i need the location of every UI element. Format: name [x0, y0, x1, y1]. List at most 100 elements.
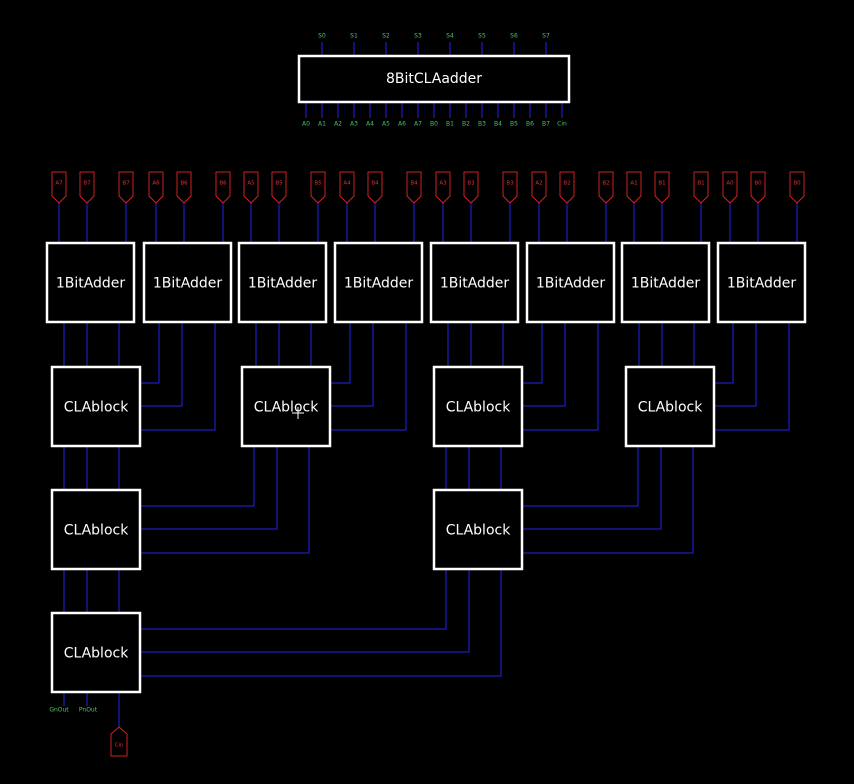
input-port-b7-1-label: B7	[83, 181, 91, 187]
one-bit-adder-3[interactable]	[333, 241, 424, 324]
input-port-a2-15-label: A2	[535, 181, 542, 187]
one-bit-adder-5[interactable]	[525, 241, 616, 324]
input-port-b3-13[interactable]	[463, 171, 479, 204]
input-port-b0-22[interactable]	[750, 171, 766, 204]
top-input-pin-a3: A3	[350, 121, 358, 128]
input-port-b2-17[interactable]	[598, 171, 614, 204]
top-input-pin-b3: B3	[478, 121, 486, 128]
input-port-a3-12[interactable]	[435, 171, 451, 204]
input-port-b1-19-label: B1	[658, 181, 665, 187]
input-port-b7-1[interactable]	[79, 171, 95, 204]
top-input-pin-cin: Cin	[557, 121, 567, 128]
input-port-b2-16[interactable]	[559, 171, 575, 204]
top-input-pin-b2: B2	[462, 121, 470, 128]
input-port-a4-9-label: A4	[343, 181, 351, 187]
cla-to-cla-wire	[140, 569, 502, 677]
cla-block-6[interactable]	[50, 611, 142, 694]
cla-to-cla-wire	[140, 446, 310, 554]
input-port-b7-2-label: B7	[122, 181, 130, 187]
input-port-b6-5-label: B6	[219, 181, 227, 187]
top-input-pin-a6: A6	[398, 121, 406, 128]
top-input-pin-b1: B1	[446, 121, 454, 128]
one-bit-adder-1-label: 1BitAdder	[153, 276, 223, 292]
cla-block-3-label: CLAblock	[638, 400, 704, 416]
input-port-a6-3-label: A6	[152, 181, 160, 187]
one-bit-adder-2[interactable]	[237, 241, 328, 324]
top-output-pin-s6: S6	[510, 33, 518, 40]
cla-block-2-label: CLAblock	[446, 400, 512, 416]
one-bit-adder-0[interactable]	[45, 241, 136, 324]
input-port-b0-23-label: B0	[793, 181, 801, 187]
top-symbol-label: 8BitCLAadder	[386, 71, 482, 87]
input-port-b7-2[interactable]	[118, 171, 134, 204]
cla-block-4[interactable]	[50, 488, 142, 571]
input-port-b5-7[interactable]	[271, 171, 287, 204]
top-output-pin-s3: S3	[414, 33, 422, 40]
input-port-b3-13-label: B3	[467, 181, 475, 187]
adder-to-cla-wire	[140, 322, 216, 431]
input-port-b1-19[interactable]	[654, 171, 670, 204]
top-input-pin-a0: A0	[302, 121, 310, 128]
top-symbol-8bit-cla-adder[interactable]	[297, 54, 571, 104]
input-port-a7-0[interactable]	[51, 171, 67, 204]
prop-out-pin: PnOut	[79, 707, 98, 714]
cursor-crosshair-icon	[292, 407, 304, 419]
input-port-b6-5[interactable]	[215, 171, 231, 204]
one-bit-adder-7[interactable]	[716, 241, 807, 324]
input-port-a0-21-label: A0	[726, 181, 734, 187]
input-port-b1-20-label: B1	[697, 181, 704, 187]
adder-to-cla-wire	[522, 322, 566, 407]
adder-to-cla-wire	[714, 322, 790, 431]
cla-to-cla-wire	[140, 446, 278, 530]
input-port-a5-6[interactable]	[243, 171, 259, 204]
top-output-pin-s4: S4	[446, 33, 454, 40]
input-port-a4-9[interactable]	[339, 171, 355, 204]
cla-block-3[interactable]	[624, 365, 716, 448]
input-port-a2-15[interactable]	[531, 171, 547, 204]
input-port-b4-11[interactable]	[406, 171, 422, 204]
input-port-b5-7-label: B5	[275, 181, 283, 187]
input-port-b0-22-label: B0	[754, 181, 762, 187]
input-port-b4-11-label: B4	[410, 181, 418, 187]
input-port-a5-6-label: A5	[247, 181, 255, 187]
top-input-pin-a2: A2	[334, 121, 342, 128]
input-port-b3-14[interactable]	[502, 171, 518, 204]
one-bit-adder-5-label: 1BitAdder	[536, 276, 606, 292]
cla-to-cla-wire	[140, 446, 255, 507]
input-port-b5-8-label: B5	[314, 181, 322, 187]
input-port-b5-8[interactable]	[310, 171, 326, 204]
top-input-pin-a7: A7	[414, 121, 422, 128]
one-bit-adder-1[interactable]	[142, 241, 233, 324]
cla-block-2[interactable]	[432, 365, 524, 448]
input-port-a6-3[interactable]	[148, 171, 164, 204]
one-bit-adder-4[interactable]	[429, 241, 520, 324]
input-port-b0-23[interactable]	[789, 171, 805, 204]
adder-to-cla-wire	[330, 322, 374, 407]
input-port-b1-20[interactable]	[693, 171, 709, 204]
top-input-pin-b4: B4	[494, 121, 502, 128]
top-input-pin-b6: B6	[526, 121, 534, 128]
input-port-b6-4[interactable]	[176, 171, 192, 204]
cla-block-1[interactable]	[240, 365, 332, 448]
top-input-pin-a5: A5	[382, 121, 390, 128]
one-bit-adder-7-label: 1BitAdder	[727, 276, 797, 292]
cla-to-cla-wire	[522, 446, 694, 554]
input-port-a1-18[interactable]	[626, 171, 642, 204]
adder-to-cla-wire	[522, 322, 599, 431]
cla-to-cla-wire	[140, 569, 447, 630]
input-port-a7-0-label: A7	[55, 181, 63, 187]
gen-out-pin: GnOut	[49, 707, 69, 714]
input-port-a3-12-label: A3	[439, 181, 447, 187]
cla-block-6-label: CLAblock	[64, 646, 130, 662]
cla-block-5[interactable]	[432, 488, 524, 571]
one-bit-adder-3-label: 1BitAdder	[344, 276, 414, 292]
cla-block-0[interactable]	[50, 365, 142, 448]
cin-port[interactable]	[110, 726, 128, 757]
one-bit-adder-6[interactable]	[620, 241, 711, 324]
input-port-a0-21[interactable]	[722, 171, 738, 204]
top-output-pin-s5: S5	[478, 33, 486, 40]
input-port-b3-14-label: B3	[506, 181, 514, 187]
input-port-b4-10[interactable]	[367, 171, 383, 204]
